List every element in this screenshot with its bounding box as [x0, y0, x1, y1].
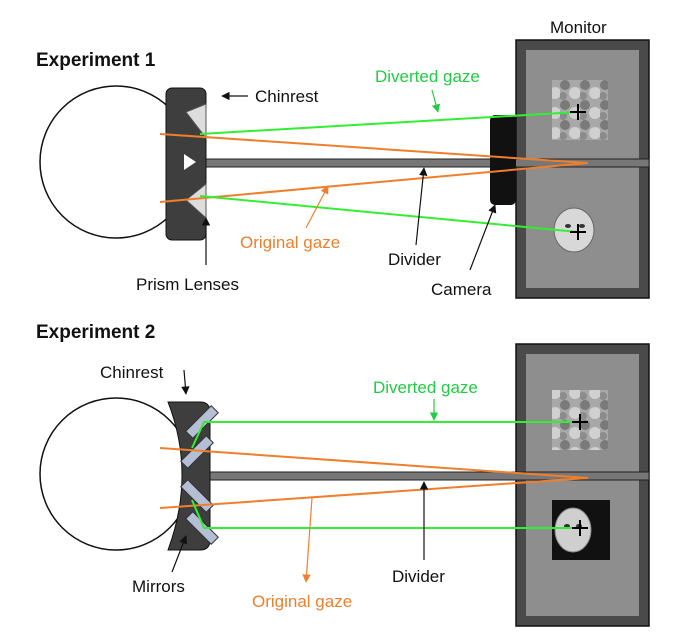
diverted-gaze-bottom	[199, 195, 579, 233]
diverted-gaze-arrow	[431, 89, 441, 113]
original-gaze-top-2	[159, 447, 589, 479]
monitor-label: Monitor	[550, 18, 607, 37]
diverted-gaze-bottom-2	[191, 499, 580, 529]
mirrors-arrow	[171, 535, 188, 573]
prism-lens-bottom	[185, 182, 207, 220]
fixation-cross-bottom-2	[572, 520, 588, 536]
mirrors-label: Mirrors	[132, 577, 185, 596]
original-gaze-arrow-2	[302, 497, 313, 583]
fixation-cross-bottom	[570, 224, 586, 240]
experiment-1-panel: Experiment 1 Monitor	[36, 18, 650, 299]
divider-label-2: Divider	[392, 567, 445, 586]
diverted-gaze-label-2: Diverted gaze	[373, 378, 478, 397]
original-gaze-top	[159, 133, 589, 164]
divider-label-1: Divider	[388, 250, 441, 269]
mirrors	[180, 405, 219, 545]
scrambled-stimulus	[552, 80, 608, 140]
original-gaze-bottom-2	[159, 477, 589, 509]
camera-label: Camera	[431, 280, 492, 299]
chinrest-label: Chinrest	[255, 87, 319, 106]
fixation-cross-top-2	[572, 414, 588, 430]
divider-arrow-1	[415, 167, 428, 246]
original-gaze-label-2: Original gaze	[252, 592, 352, 611]
camera-arrow	[469, 204, 497, 271]
experiment-2-title: Experiment 2	[36, 322, 155, 343]
camera	[490, 115, 516, 205]
experiment-1-title: Experiment 1	[36, 50, 156, 71]
diverted-gaze-label: Diverted gaze	[375, 67, 480, 86]
experiment-2-panel: Experiment 2	[36, 322, 650, 627]
original-gaze-label: Original gaze	[240, 233, 340, 252]
nose-marker	[184, 154, 196, 170]
chinrest-label-2: Chinrest	[100, 363, 164, 382]
mirror-2	[180, 435, 214, 469]
diverted-gaze-top	[199, 111, 579, 135]
original-gaze-bottom	[159, 162, 589, 203]
prism-lenses-label: Prism Lenses	[136, 275, 239, 294]
fixation-cross-top	[570, 104, 586, 120]
prism-lens-top	[185, 103, 207, 140]
chinrest-arrow-2	[181, 369, 190, 395]
mirror-1	[185, 405, 219, 439]
head-circle-2	[39, 397, 193, 551]
face-stimulus-2	[554, 507, 592, 553]
diverted-gaze-top-2	[191, 421, 580, 449]
mirror-4	[185, 511, 219, 545]
original-gaze-arrow	[305, 185, 329, 229]
